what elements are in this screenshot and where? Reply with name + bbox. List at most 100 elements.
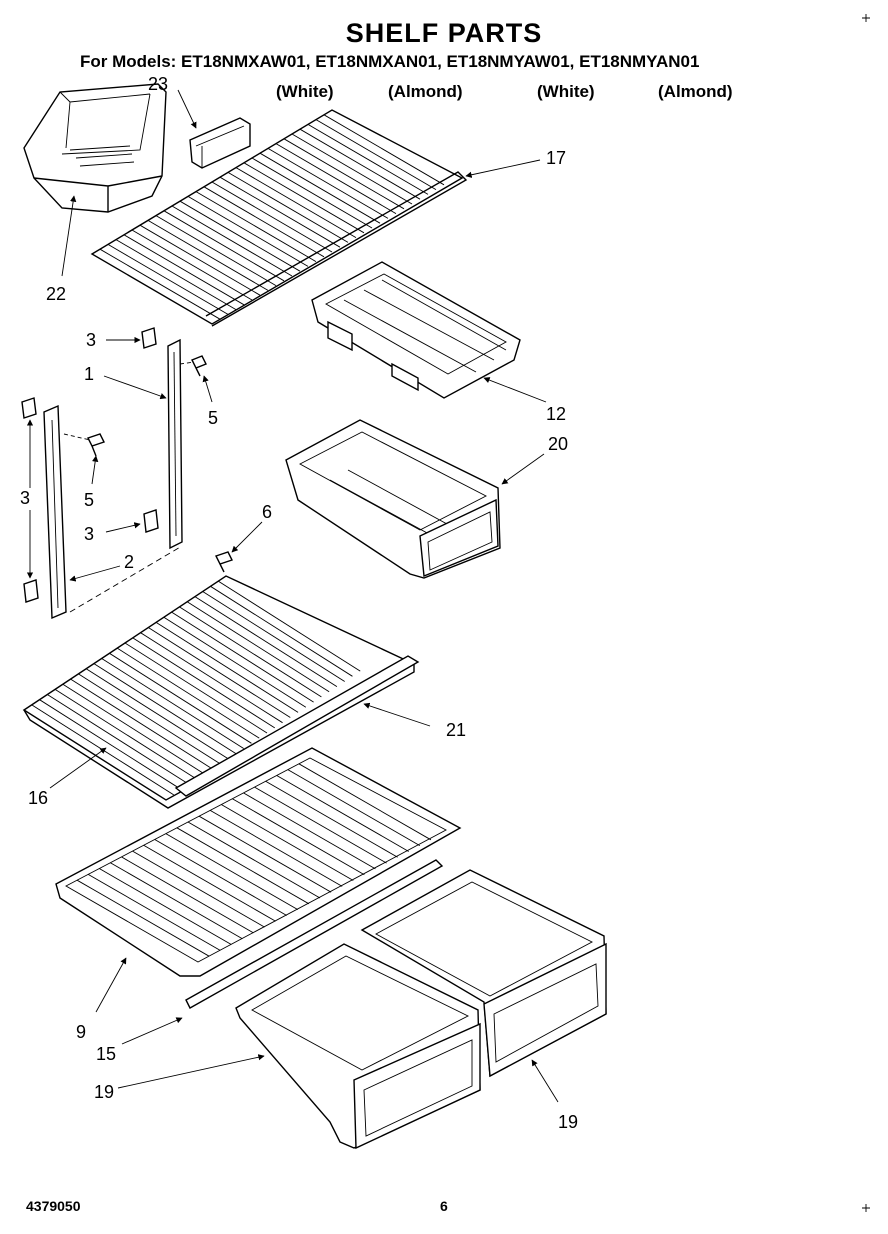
cover-slat [243,792,376,870]
shelf-wire [47,694,190,785]
callout-16: 16 [28,788,48,808]
shelf-wire [210,585,353,677]
part-19-crisper-drawer-right [360,869,607,1078]
shelf-wire [62,683,206,775]
cover-slat [198,815,332,893]
callout-23: 23 [148,74,168,94]
callout-21: 21 [446,720,466,740]
cover-slat [232,798,365,876]
shelf-wire [123,234,245,306]
cover-slat [76,879,210,957]
shelf-wire [243,162,365,234]
document-number: 4379050 [26,1198,81,1214]
cover-slat [265,780,398,858]
shelf-wire [140,632,283,724]
shelf-wire [217,580,361,672]
page-number: 6 [440,1198,448,1214]
page-title: SHELF PARTS [345,18,543,48]
cover-slat [209,809,343,887]
cover-slat [298,763,432,841]
shelf-wire [251,157,373,229]
shelf-wire [101,658,244,749]
callout-20: 20 [548,434,568,454]
shelf-wire [194,596,338,687]
shelf-wire [227,172,349,243]
callout-15: 15 [96,1044,116,1064]
cover-slat [221,804,354,881]
callout-3-lower: 3 [84,524,94,544]
shelf-wire [163,616,307,708]
cover-slat [276,775,409,852]
variant-label-1: (White) [276,82,334,101]
shelf-wire [235,167,357,238]
callout-2: 2 [124,552,134,572]
callout-3-left: 3 [20,488,30,508]
shelf-wire [85,668,229,760]
shelf-wire [179,606,322,698]
shelf-wire [186,601,330,693]
shelf-wire [163,210,285,282]
shelf-wire [202,591,345,682]
callout-5: 5 [208,408,218,428]
cover-slat [154,839,287,916]
shelf-wire [299,128,421,200]
callout-3: 3 [86,330,96,350]
shelf-wire [107,244,229,315]
cover-slat [176,827,310,905]
shelf-wire [147,220,269,291]
shelf-wire [307,124,429,195]
shelf-wire [171,611,314,703]
shelf-wire [109,652,252,744]
callout-17: 17 [546,148,566,168]
part-17-wire-shelf [90,109,468,327]
part-2-shelf-support [43,404,67,620]
shelf-wire [203,186,325,258]
cover-slat [165,833,299,911]
shelf-wire [259,152,381,224]
part-21-trim-strip [174,655,420,797]
cover-slat [121,856,254,934]
shelf-wire [124,642,268,734]
cover-slat [187,821,321,899]
cover-slat [99,868,232,945]
callout-labels: 23 17 22 3 1 5 12 3 5 20 6 3 2 21 16 9 1… [20,74,578,1132]
models-line: For Models: ET18NMXAW01, ET18NMXAN01, ET… [80,52,700,71]
shelf-wire [93,663,237,754]
part-22-door-bin [23,83,167,213]
variant-label-4: (Almond) [658,82,733,101]
cover-slat [287,769,421,847]
callout-1: 1 [84,364,94,384]
cover-slat [132,850,265,928]
shelf-wire [195,191,317,262]
shelf-wire [131,229,253,301]
callout-9: 9 [76,1022,86,1042]
part-9-crisper-cover [55,747,462,977]
shelf-wire [267,148,389,219]
callout-19-right: 19 [558,1112,578,1132]
part-20-pan [285,419,501,579]
part-19-crisper-drawer-left [235,943,481,1150]
leader-lines [26,89,559,1103]
callout-22: 22 [46,284,66,304]
shelf-wire [291,133,413,205]
variant-label-2: (Almond) [388,82,463,101]
shelf-wire [115,239,237,310]
shelf-wire [187,196,309,267]
shelf-wire [323,114,445,186]
shelf-wire [155,622,299,713]
cover-slat [110,862,243,940]
shelf-wire [78,673,221,765]
shelf-wire [283,138,405,210]
variant-label-3: (White) [537,82,595,101]
shelf-wire [132,637,276,729]
shelf-wire [179,200,301,272]
shelf-wire [148,627,291,718]
shelf-wire [70,678,213,770]
part-23-shelf-end-cap [189,117,251,169]
part-5-6-screws [63,355,233,573]
part-12-pan-cover [311,261,521,399]
shelf-wire [219,176,341,248]
cover-slat [143,844,276,922]
shelf-wire [139,224,261,296]
